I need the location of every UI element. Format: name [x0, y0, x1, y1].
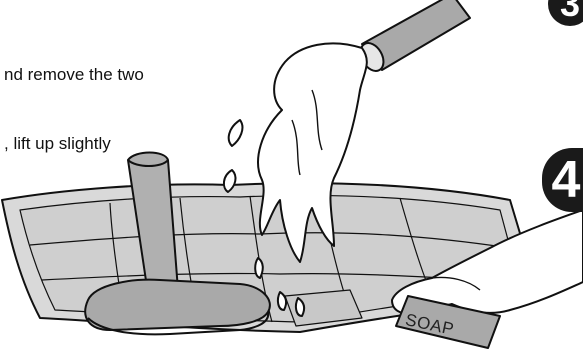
- water-hose: [356, 0, 470, 75]
